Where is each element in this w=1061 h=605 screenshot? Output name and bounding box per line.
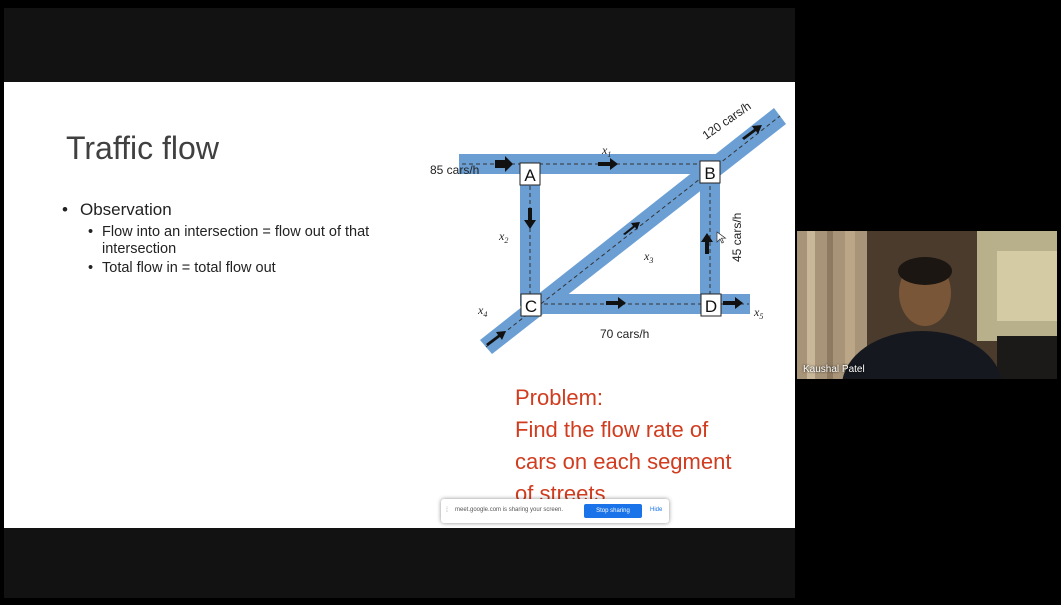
screen-share-bar: ⁞ meet.google.com is sharing your screen…	[441, 499, 669, 523]
arrow-cd	[606, 297, 626, 309]
x5-sub: 5	[759, 312, 763, 321]
x4-var: x	[477, 303, 484, 317]
stop-sharing-button[interactable]: Stop sharing	[584, 504, 642, 518]
participant-video-tile[interactable]: Kaushal Patel	[797, 231, 1057, 379]
node-b-box: B	[699, 160, 721, 184]
arrow-x2	[524, 208, 536, 229]
arrow-bd	[701, 233, 713, 254]
arrow-x1	[598, 158, 618, 170]
drag-handle-icon[interactable]: ⁞	[446, 507, 448, 514]
label-cd: 70 cars/h	[600, 327, 649, 341]
mouse-cursor-icon	[716, 231, 727, 244]
x3-sub: 3	[648, 256, 653, 265]
node-d-box: D	[700, 293, 722, 317]
label-bd: 45 cars/h	[730, 213, 744, 262]
arrow-x4	[486, 331, 506, 346]
presentation-slide: Traffic flow Observation Flow into an in…	[4, 82, 795, 528]
x1-var: x	[601, 143, 608, 157]
x5-var: x	[753, 305, 760, 319]
bottom-black-band	[4, 528, 795, 598]
node-a-box: A	[519, 162, 541, 186]
label-x3: x3	[643, 249, 653, 265]
problem-statement: Problem: Find the flow rate of cars on e…	[515, 382, 785, 510]
x2-var: x	[498, 229, 505, 243]
bullet-list: Observation Flow into an intersection = …	[62, 200, 428, 279]
arrow-in-a	[495, 156, 513, 172]
node-a-label: A	[524, 166, 536, 185]
x2-sub: 2	[504, 236, 508, 245]
node-b-label: B	[704, 164, 715, 183]
x1-sub: 1	[607, 150, 611, 159]
problem-line: Find the flow rate of	[515, 417, 709, 442]
hide-button[interactable]: Hide	[650, 507, 663, 513]
problem-line: Problem:	[515, 385, 604, 410]
node-c-box: C	[520, 293, 542, 317]
problem-line: cars on each segment	[515, 449, 732, 474]
road-bd	[700, 162, 720, 306]
sub-bullet-list: Flow into an intersection = flow out of …	[62, 224, 428, 277]
label-in-a: 85 cars/h	[430, 163, 479, 177]
arrow-in-b	[742, 125, 762, 140]
node-c-label: C	[525, 297, 537, 316]
participant-name: Kaushal Patel	[803, 364, 865, 375]
x3-var: x	[643, 249, 650, 263]
bullet-observation: Observation	[62, 200, 428, 220]
slide-title: Traffic flow	[66, 130, 219, 166]
top-black-band	[4, 8, 795, 82]
sub-bullet: Flow into an intersection = flow out of …	[88, 224, 428, 258]
traffic-network-diagram: A B C D 85 cars/h 120 ca	[430, 99, 786, 354]
sub-bullet: Total flow in = total flow out	[88, 260, 428, 277]
label-x1: x1	[601, 143, 611, 159]
participant-video-feed	[797, 231, 1057, 379]
arrow-x3	[623, 222, 640, 235]
x4-sub: 4	[483, 310, 487, 319]
arrow-x5	[723, 297, 743, 309]
node-d-label: D	[705, 297, 717, 316]
label-x4: x4	[477, 303, 487, 319]
label-x5: x5	[753, 305, 763, 321]
share-message: meet.google.com is sharing your screen.	[455, 507, 564, 513]
label-x2: x2	[498, 229, 508, 245]
